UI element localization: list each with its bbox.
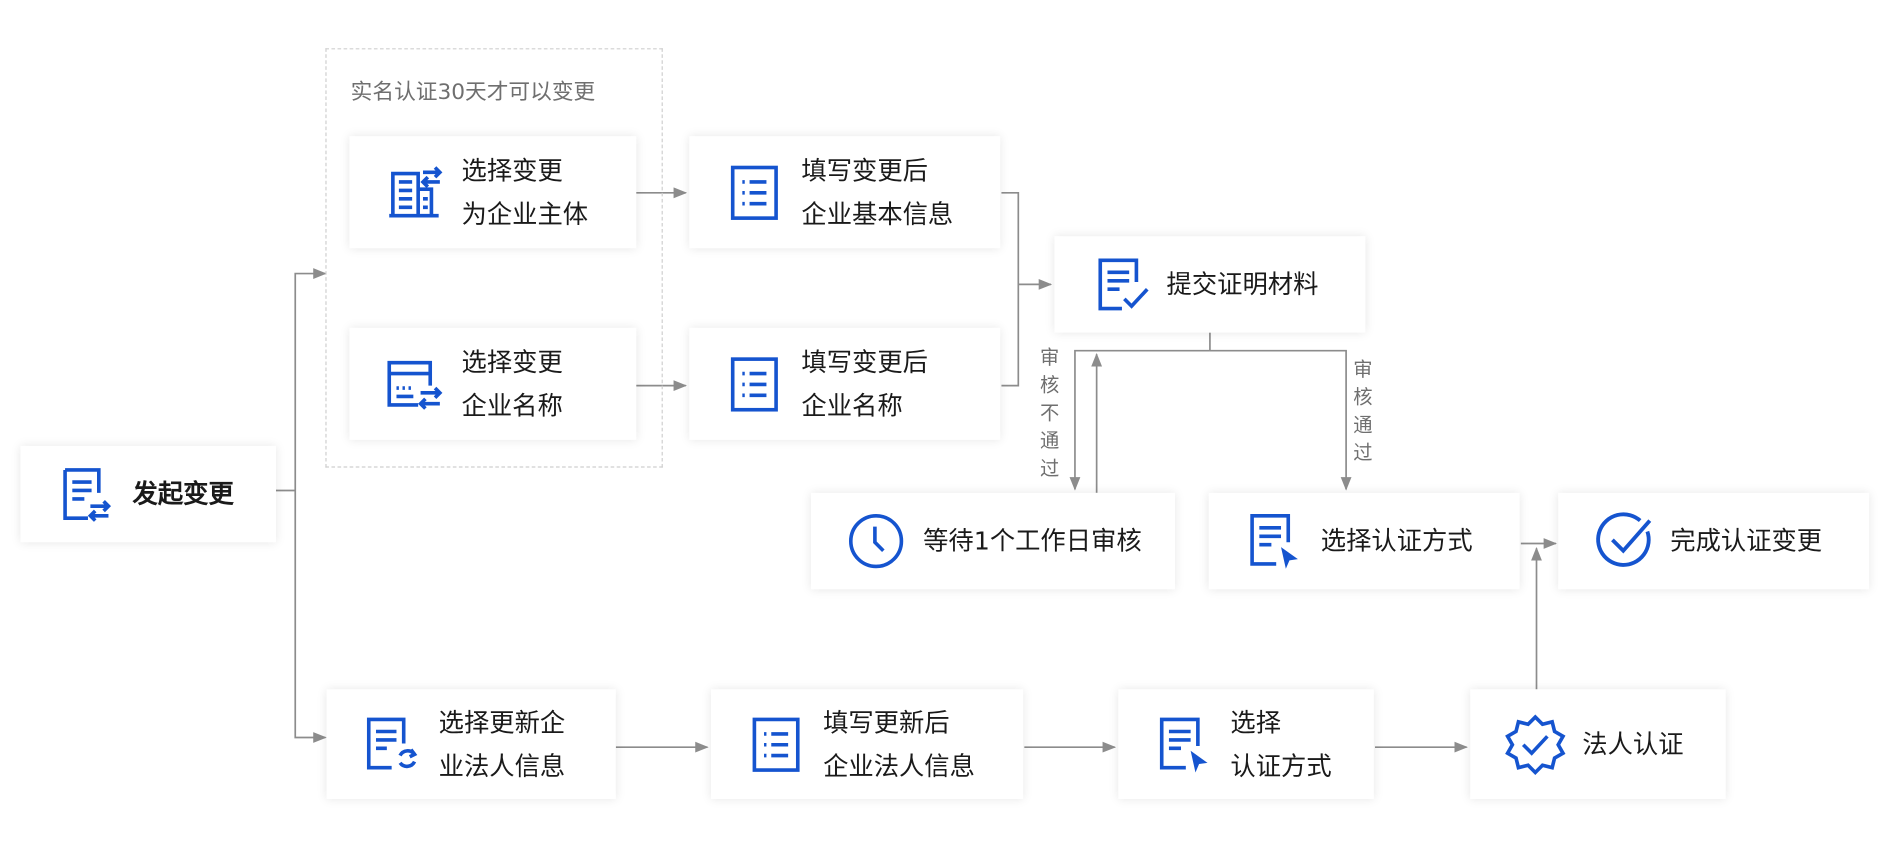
submit-node[interactable]: 提交证明材料: [1054, 236, 1366, 333]
badge-check-icon: [1499, 712, 1571, 777]
fill-basic-label: 填写变更后 企业基本信息: [801, 156, 954, 229]
building-exchange-icon: [378, 164, 450, 219]
document-refresh-icon: [356, 714, 428, 774]
reject-label: 审核不通过: [1039, 345, 1060, 480]
edge-start-to-group: [294, 268, 327, 491]
complete-label: 完成认证变更: [1670, 526, 1823, 556]
choose-method-node[interactable]: 选择认证方式: [1208, 492, 1520, 590]
fill-legal-label: 填写更新后 企业法人信息: [823, 707, 975, 781]
group-caption: 实名认证30天才可以变更: [350, 79, 596, 105]
select-name-label: 选择变更 企业名称: [461, 347, 563, 420]
wait-label: 等待1个工作日审核: [923, 526, 1142, 556]
clock-icon: [840, 511, 912, 571]
approve-label: 审核通过: [1353, 357, 1373, 464]
card-exchange-icon: [378, 356, 450, 411]
edge-submit-reject: [1069, 349, 1210, 491]
legal-auth-node[interactable]: 法人认证: [1470, 689, 1726, 799]
edge-start-to-legal: [294, 490, 327, 743]
select-name-node[interactable]: 选择变更 企业名称: [349, 327, 637, 440]
complete-node[interactable]: 完成认证变更: [1558, 492, 1870, 590]
edge-fill-merge: [1001, 191, 1020, 387]
update-legal-label: 选择更新企 业法人信息: [438, 707, 566, 781]
select-entity-node[interactable]: 选择变更 为企业主体: [349, 136, 637, 249]
start-node[interactable]: 发起变更: [20, 445, 276, 543]
choose-method2-label: 选择 认证方式: [1230, 707, 1332, 781]
name-change-group: [325, 48, 663, 468]
document-cursor-icon: [1147, 714, 1219, 774]
document-check-icon: [1086, 255, 1158, 313]
document-exchange-icon: [49, 466, 121, 522]
list-document-icon: [718, 355, 790, 413]
list-document-icon: [718, 163, 790, 221]
start-label: 发起变更: [132, 479, 234, 509]
fill-name-label: 填写变更后 企业名称: [801, 347, 928, 420]
fill-name-node[interactable]: 填写变更后 企业名称: [689, 327, 1001, 440]
edge-submit-approve: [1209, 349, 1352, 491]
wait-node[interactable]: 等待1个工作日审核: [811, 492, 1175, 590]
list-document-icon: [740, 715, 812, 773]
choose-method-label: 选择认证方式: [1320, 526, 1473, 556]
document-cursor-icon: [1238, 511, 1310, 571]
fill-legal-node[interactable]: 填写更新后 企业法人信息: [711, 689, 1024, 799]
fill-basic-node[interactable]: 填写变更后 企业基本信息: [689, 136, 1001, 249]
legal-auth-label: 法人认证: [1582, 729, 1684, 759]
select-entity-label: 选择变更 为企业主体: [461, 156, 589, 229]
choose-method2-node[interactable]: 选择 认证方式: [1118, 689, 1374, 799]
check-circle-icon: [1590, 510, 1662, 573]
update-legal-node[interactable]: 选择更新企 业法人信息: [326, 689, 616, 799]
submit-label: 提交证明材料: [1166, 269, 1319, 299]
